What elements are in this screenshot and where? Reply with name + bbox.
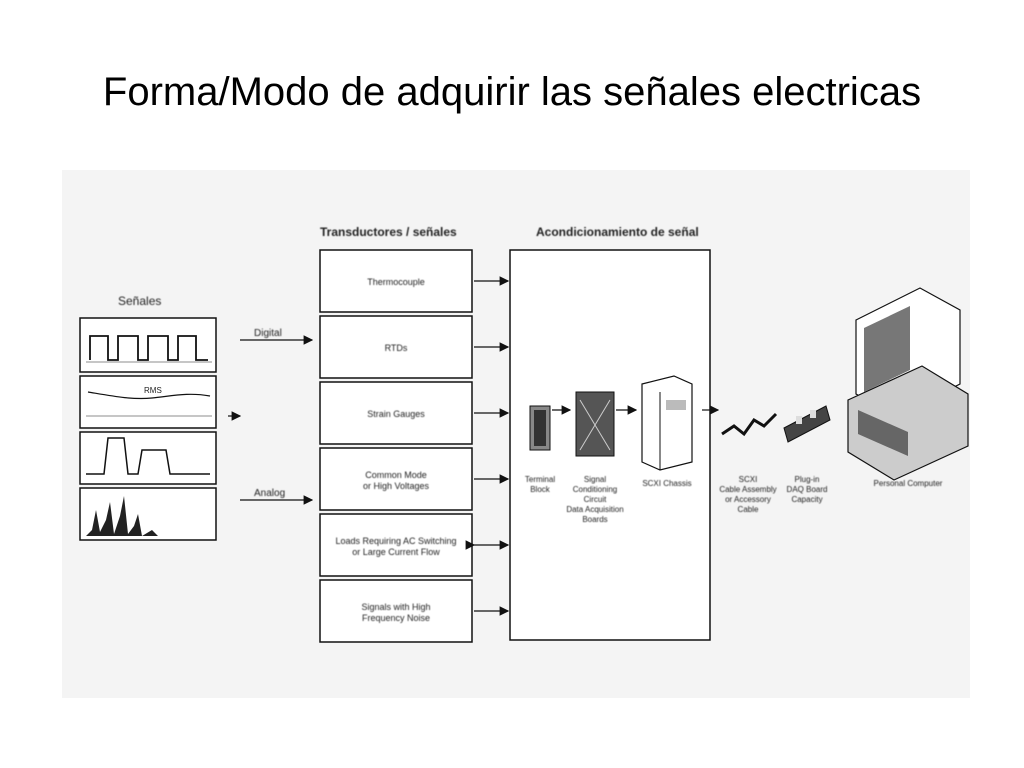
cable-icon (721, 412, 778, 437)
transducer-label: Thermocouple (367, 277, 425, 287)
transducer-box (319, 315, 473, 379)
conditioning-header: Acondicionamiento de señal (536, 225, 699, 239)
device-label: SCXI Chassis (642, 479, 691, 488)
signal-plot-pulses (79, 431, 217, 485)
digital-label: Digital (254, 328, 282, 339)
analog-label: Analog (254, 488, 285, 499)
device-label: Personal Computer (874, 479, 943, 488)
chassis-icon (641, 375, 693, 471)
signal-acquisition-diagram: Señales RMS Digital Analog Transductores… (62, 170, 970, 698)
signal-plot-digital (79, 317, 217, 373)
transducer-label: RTDs (385, 343, 408, 353)
transducers-header: Transductores / señales (320, 225, 457, 239)
conditioning-board-icon (575, 391, 615, 457)
signal-plot-spectrum (79, 487, 217, 541)
transducer-label: Strain Gauges (367, 409, 425, 419)
transducer-box (319, 249, 473, 313)
signal-plot-rms: RMS (79, 375, 217, 429)
rms-label: RMS (144, 386, 162, 395)
transducer-box (319, 513, 473, 577)
transducer-box (319, 381, 473, 445)
slide-title: Forma/Modo de adquirir las señales elect… (102, 70, 922, 114)
computer-icon (847, 287, 969, 481)
terminal-block-icon (529, 405, 551, 451)
transducer-arrows (465, 276, 510, 616)
transducer-box (319, 447, 473, 511)
daq-board-icon (783, 405, 831, 443)
signals-header: Señales (118, 294, 161, 308)
transducer-box (319, 579, 473, 643)
